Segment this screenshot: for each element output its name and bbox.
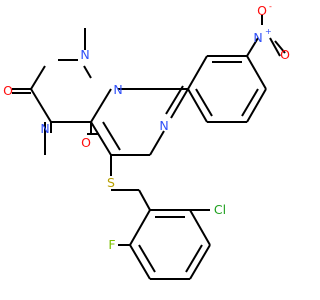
atom-o-carbonyl-bottom: O [81, 135, 91, 150]
atom-n-pyrimidine-top: N [80, 47, 89, 62]
bond [83, 65, 92, 79]
bond [30, 65, 46, 90]
atom-nitro-n: N [253, 30, 262, 45]
bond [90, 121, 112, 156]
bond [129, 244, 151, 280]
bond [269, 37, 281, 57]
bond [189, 209, 211, 246]
atom-s: S [107, 175, 115, 190]
bond [185, 244, 203, 273]
atom-cl: Cl [214, 202, 226, 217]
bond [195, 88, 213, 117]
bond [102, 121, 121, 151]
atom-nitro-o-top: O [257, 3, 267, 18]
atom-nitro-o-right: O [280, 47, 290, 62]
bond [274, 40, 286, 54]
bond [138, 189, 151, 211]
atom-n-pyrimidine-left: N [40, 121, 49, 136]
atom-o-carbonyl-left: O [3, 83, 13, 98]
bond [187, 55, 208, 90]
bond [241, 88, 259, 117]
bond [90, 88, 112, 123]
atom-n-ring-right: N [159, 118, 168, 133]
atom-labels: N + O - O N N N N O O S F Cl [3, 2, 290, 252]
bond [246, 37, 259, 57]
bond [187, 88, 208, 123]
bond [129, 209, 151, 246]
atom-n-ring-junction: N [113, 82, 122, 97]
bonds [12, 15, 286, 280]
atom-f: F [108, 237, 115, 252]
bond [165, 85, 184, 115]
bond [189, 244, 211, 280]
bond [138, 244, 156, 273]
bond [149, 130, 165, 156]
bond [30, 88, 52, 123]
atom-nitro-n-charge: + [265, 27, 272, 36]
molecule-structure: N + O - O N N N N O O S F Cl [3, 2, 290, 280]
bond [246, 88, 267, 123]
bond [246, 55, 267, 90]
bond [170, 88, 189, 119]
atom-nitro-o-charge: - [269, 2, 272, 11]
